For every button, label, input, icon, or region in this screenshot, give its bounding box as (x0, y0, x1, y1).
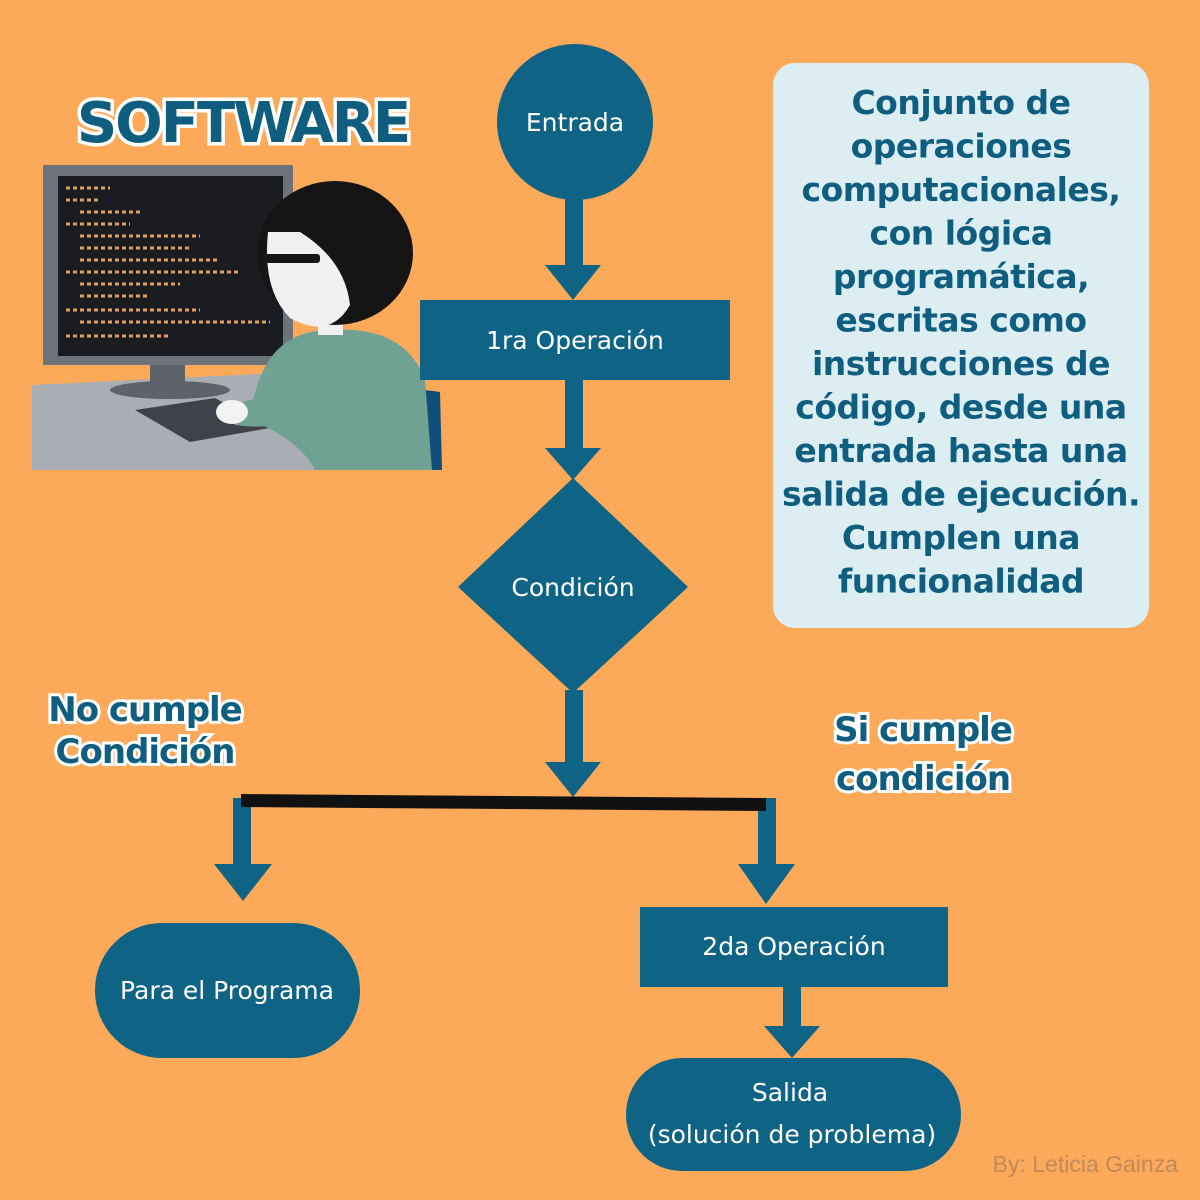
arrowhead-to-condition (545, 448, 601, 480)
start-node-label: Entrada (526, 108, 624, 137)
arrowhead-to-stop (214, 864, 272, 901)
description-line: instrucciones de (812, 344, 1110, 383)
no-branch-label-line2: Condición (56, 732, 235, 772)
connector-condition-to-split (565, 690, 583, 765)
arrowhead-to-op2 (738, 864, 795, 904)
infographic-title: SOFTWARE (77, 91, 409, 156)
arrowhead-to-split (545, 762, 601, 797)
connector-left-branch (233, 798, 251, 868)
operation2-node (640, 907, 948, 987)
start-node (497, 44, 653, 200)
connector-right-branch (758, 798, 776, 868)
flow-connectors (214, 195, 820, 1058)
output-label-line1: Salida (752, 1078, 828, 1107)
description-line: operaciones (851, 127, 1072, 166)
operation1-label: 1ra Operación (486, 326, 664, 355)
output-node (626, 1058, 961, 1171)
description-line: entrada hasta una (794, 431, 1127, 470)
output-label-line2: (solución de problema) (648, 1120, 936, 1149)
description-line: Cumplen una (842, 518, 1080, 557)
stop-node-label: Para el Programa (120, 976, 334, 1005)
description-line: código, desde una (795, 388, 1126, 427)
description-line: salida de ejecución. (782, 475, 1140, 514)
description-lines: Conjunto de operaciones computacionales, co… (782, 83, 1141, 601)
description-line: escritas como (835, 301, 1086, 340)
yes-branch-label-line1: Si cumple (834, 710, 1012, 750)
operation2-label: 2da Operación (702, 932, 885, 961)
arrowhead-to-output (764, 1026, 820, 1058)
operation1-node (420, 300, 730, 380)
description-line: computacionales, (802, 170, 1121, 209)
description-line: programática, (833, 257, 1089, 296)
programmer-at-computer-icon (32, 165, 442, 470)
description-line: funcionalidad (838, 562, 1084, 601)
connector-op1-to-condition (565, 380, 583, 450)
description-box: Conjunto de operaciones computacionales, co… (773, 63, 1149, 628)
condition-node (458, 478, 688, 693)
branch-split-bar (241, 794, 766, 811)
description-line: con lógica (870, 214, 1053, 253)
no-branch-label-line1: No cumple (48, 690, 242, 730)
author-credit: By: Leticia Gainza (993, 1151, 1179, 1177)
yes-branch-label-line2: condición (836, 759, 1010, 799)
connector-start-to-op1 (565, 195, 583, 270)
description-line: Conjunto de (851, 83, 1070, 122)
connector-op2-to-output (783, 985, 801, 1030)
arrowhead-to-op1 (545, 265, 601, 300)
stop-node (95, 923, 360, 1058)
condition-label: Condición (511, 573, 634, 602)
